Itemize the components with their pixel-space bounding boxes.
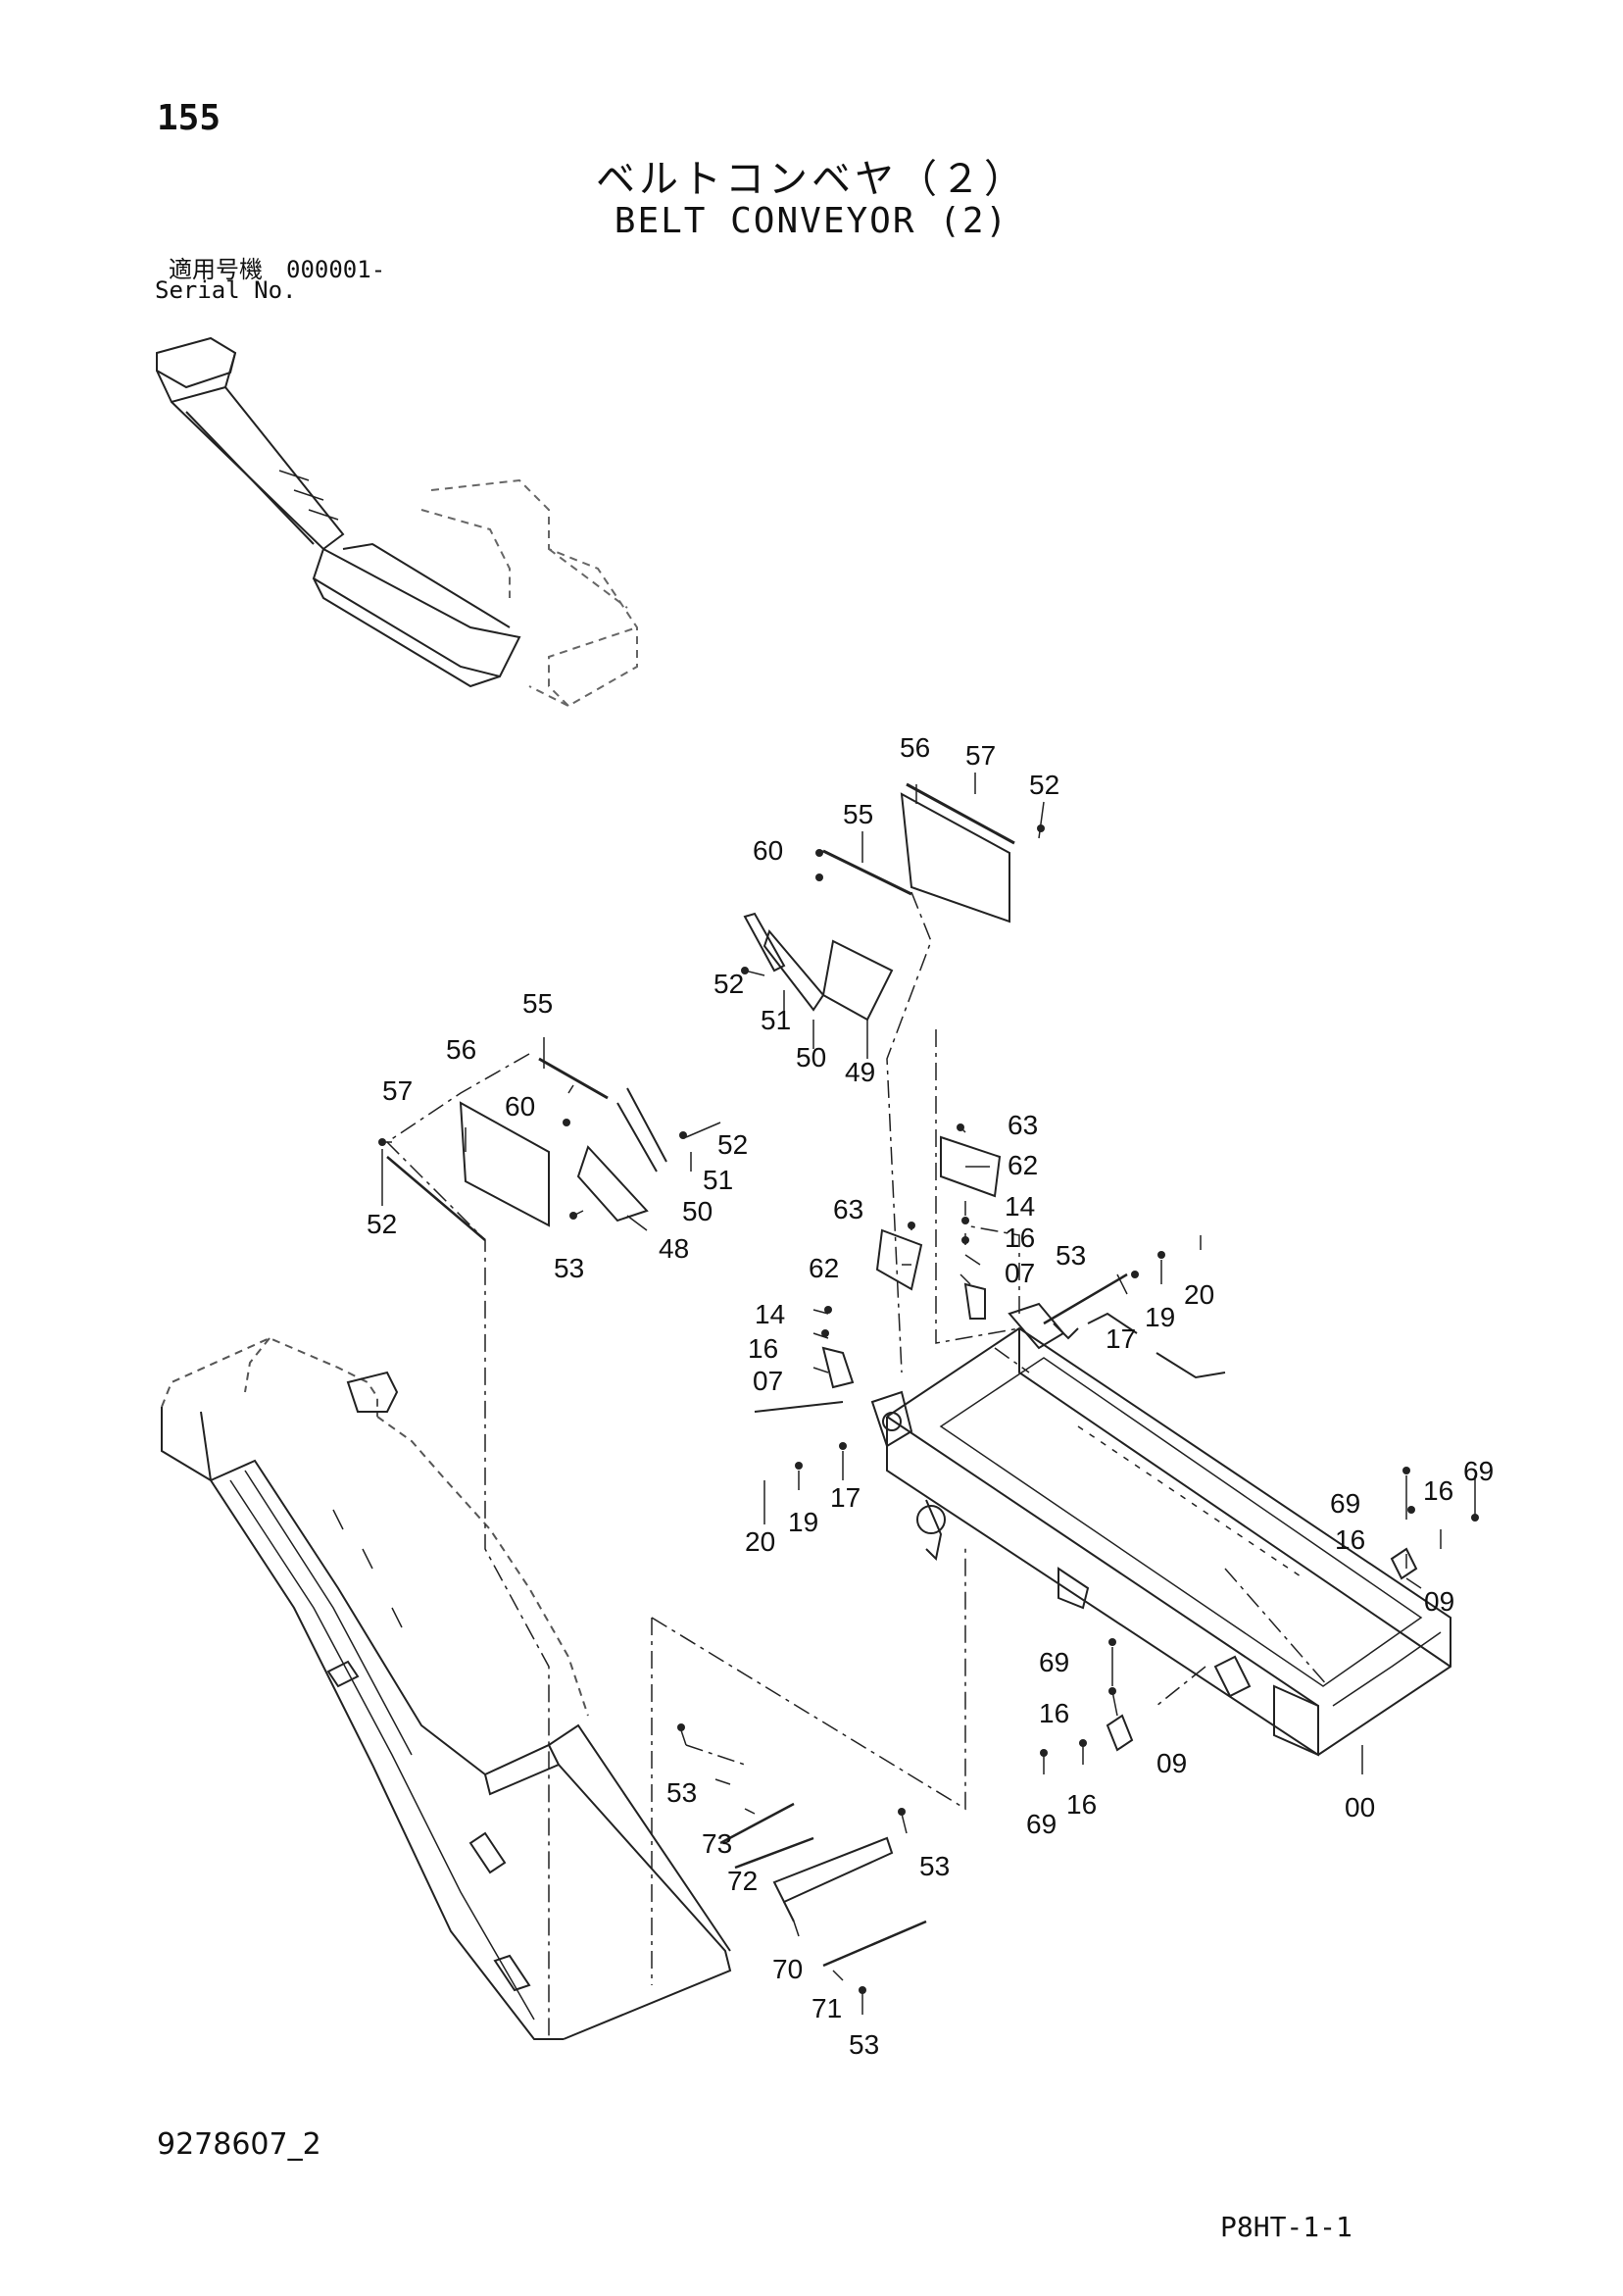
leader-lines — [381, 773, 1476, 2015]
callout-label: 19 — [1145, 1302, 1175, 1332]
callout-label: 52 — [367, 1209, 397, 1239]
callout-label: 20 — [1184, 1279, 1214, 1310]
callout-label: 60 — [753, 835, 783, 866]
callout-label: 20 — [745, 1526, 775, 1557]
callout-label: 63 — [1008, 1110, 1038, 1140]
callout-label: 52 — [1029, 770, 1059, 800]
callout-label: 14 — [1005, 1191, 1035, 1222]
callout-label: 55 — [522, 988, 553, 1019]
callout-label: 53 — [849, 2029, 879, 2060]
callout-label: 51 — [703, 1165, 733, 1195]
callout-label: 69 — [1026, 1809, 1057, 1839]
callout-label: 16 — [1335, 1524, 1365, 1555]
callout-label: 53 — [666, 1777, 697, 1808]
drawing-number: 9278607_2 — [157, 2127, 321, 2162]
callout-label: 53 — [1056, 1240, 1086, 1271]
title-japanese: ベルトコンベヤ（２） — [596, 157, 1027, 202]
callout-label: 62 — [1008, 1150, 1038, 1180]
callout-label: 70 — [772, 1954, 803, 1984]
callout-label: 53 — [554, 1253, 584, 1283]
callout-label: 16 — [1039, 1698, 1069, 1728]
callout-label: 52 — [713, 969, 744, 999]
callout-label: 71 — [812, 1993, 842, 2023]
callout-label: 56 — [900, 732, 930, 763]
callout-label: 07 — [1005, 1258, 1035, 1288]
callout-label: 16 — [1423, 1475, 1453, 1506]
callout-label: 09 — [1424, 1586, 1454, 1617]
callout-label: 50 — [682, 1196, 713, 1226]
assembly-lines — [385, 891, 1329, 2039]
callout-label: 14 — [755, 1299, 785, 1329]
callout-label: 56 — [446, 1034, 476, 1065]
callout-label: 16 — [1066, 1789, 1097, 1820]
callout-label: 51 — [761, 1005, 791, 1035]
callout-label: 17 — [830, 1482, 861, 1513]
conveyor-lower-section — [161, 1336, 732, 2040]
callout-label: 48 — [659, 1233, 689, 1264]
callout-label: 69 — [1463, 1456, 1494, 1486]
callout-label: 57 — [382, 1075, 413, 1106]
page-number: 155 — [157, 98, 221, 138]
callout-label: 63 — [833, 1194, 863, 1224]
callout-label: 72 — [727, 1866, 758, 1896]
callout-label: 19 — [788, 1507, 818, 1537]
callout-label: 50 — [796, 1042, 826, 1073]
serial-label-japanese: 適用号機 000001- — [169, 256, 386, 283]
callout-label: 49 — [845, 1057, 875, 1087]
callout-label: 53 — [919, 1851, 950, 1881]
fastener-points — [378, 824, 1479, 1994]
overview-illustration — [156, 336, 638, 708]
exploded-parts — [386, 782, 1418, 1968]
callout-label: 17 — [1106, 1323, 1136, 1354]
callout-label: 69 — [1039, 1647, 1069, 1677]
callout-label: 62 — [809, 1253, 839, 1283]
callout-label: 07 — [753, 1366, 783, 1396]
callout-label: 55 — [843, 799, 873, 829]
callout-label: 00 — [1345, 1792, 1375, 1822]
callout-label: 16 — [1005, 1223, 1035, 1253]
callout-label: 60 — [505, 1091, 535, 1122]
callout-label: 16 — [748, 1333, 778, 1364]
callout-label: 73 — [702, 1828, 732, 1859]
serial-label-english: Serial No. — [155, 276, 297, 304]
callout-labels: 56 57 52 55 60 52 51 50 49 55 56 57 60 5… — [367, 732, 1494, 2060]
callout-label: 09 — [1156, 1748, 1187, 1778]
callout-label: 52 — [717, 1129, 748, 1160]
page-code: P8HT-1-1 — [1220, 2211, 1352, 2243]
callout-label: 69 — [1330, 1488, 1360, 1519]
callout-label: 57 — [965, 740, 996, 771]
conveyor-main-frame — [870, 1302, 1451, 1757]
title-english: BELT CONVEYOR (2) — [614, 201, 1009, 241]
